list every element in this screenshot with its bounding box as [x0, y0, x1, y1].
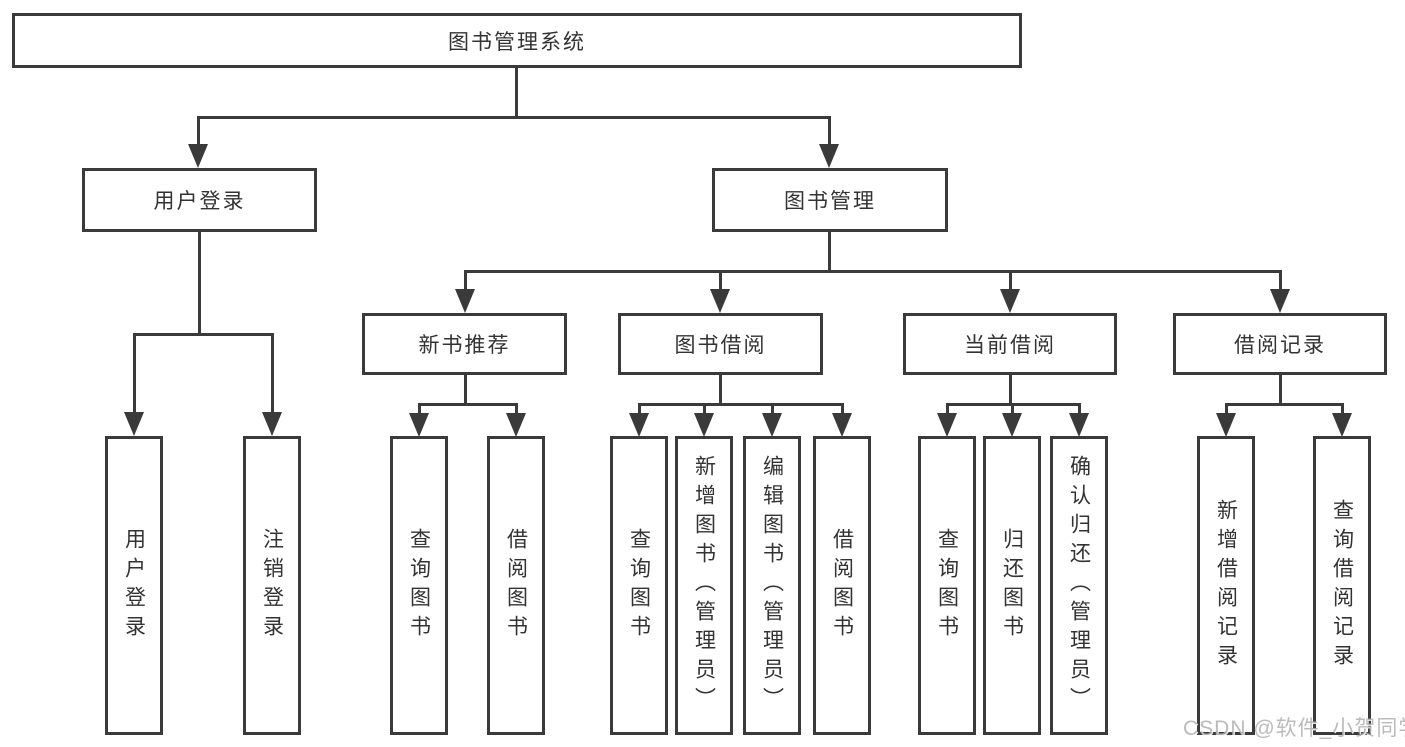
- connector-stem-borrow2: [841, 403, 844, 415]
- arrowhead-records: [1270, 289, 1290, 313]
- connector-current-stem: [1009, 373, 1012, 406]
- node-user-login: 用户登录: [82, 168, 317, 232]
- connector-borrowing-stem: [719, 373, 722, 406]
- connector-l3-horizontal: [464, 270, 1282, 273]
- connector-stem-records: [1279, 270, 1282, 292]
- leaf-label: 查询图书: [935, 527, 959, 644]
- connector-stem-edit-books: [771, 403, 774, 415]
- connector-stem-leaf-login: [133, 333, 136, 413]
- connector-stem-user-login: [197, 116, 200, 146]
- leaf-query-books-2: 查询图书: [610, 436, 668, 735]
- leaf-edit-books-admin: 编辑图书（管理员）: [743, 436, 801, 735]
- connector-borrowing-horizontal: [638, 403, 844, 406]
- arrowhead-confirm-return: [1069, 413, 1089, 437]
- arrowhead-borrow1: [506, 413, 526, 437]
- leaf-label: 编辑图书（管理员）: [760, 455, 784, 716]
- node-label: 借阅记录: [1234, 334, 1326, 357]
- node-label: 图书管理系统: [448, 30, 586, 54]
- leaf-query-books-3: 查询图书: [918, 436, 976, 735]
- arrowhead-current: [1000, 289, 1020, 313]
- connector-stem-book-management: [828, 116, 831, 146]
- arrowhead-return: [1002, 413, 1022, 437]
- leaf-logout: 注销登录: [243, 436, 301, 735]
- connector-book-management-stem: [828, 231, 831, 273]
- connector-records-stem: [1279, 373, 1282, 406]
- connector-stem-query2: [638, 403, 641, 415]
- leaf-return-books: 归还图书: [983, 436, 1041, 735]
- arrowhead-query-record: [1332, 413, 1352, 437]
- node-label: 当前借阅: [964, 334, 1056, 357]
- leaf-borrow-books-2: 借阅图书: [813, 436, 871, 735]
- arrowhead-user-login: [188, 144, 208, 168]
- arrowhead-leaf-logout: [262, 412, 282, 436]
- leaf-borrow-books-1: 借阅图书: [487, 436, 545, 735]
- connector-stem-add-record: [1225, 403, 1228, 415]
- leaf-user-login: 用户登录: [105, 436, 163, 735]
- leaf-label: 借阅图书: [830, 527, 854, 644]
- arrowhead-borrow2: [832, 413, 852, 437]
- connector-stem-add-books: [703, 403, 706, 415]
- connector-stem-query-record: [1341, 403, 1344, 415]
- leaf-label: 用户登录: [122, 527, 146, 644]
- leaf-label: 确认归还（管理员）: [1067, 455, 1091, 716]
- leaf-label: 归还图书: [1000, 527, 1024, 644]
- arrowhead-query1: [409, 413, 429, 437]
- arrowhead-borrowing: [710, 289, 730, 313]
- connector-stem-return: [1011, 403, 1014, 415]
- leaf-label: 查询图书: [407, 527, 431, 644]
- connector-stem-query3: [946, 403, 949, 415]
- node-label: 图书借阅: [674, 334, 767, 357]
- node-book-borrowing: 图书借阅: [618, 313, 823, 375]
- leaf-label: 新增图书（管理员）: [692, 455, 716, 716]
- arrowhead-new-books: [455, 289, 475, 313]
- connector-new-books-horizontal: [418, 403, 518, 406]
- leaf-label: 查询图书: [627, 527, 651, 644]
- csdn-watermark: CSDN @软件_小贺同学: [1183, 717, 1405, 740]
- leaf-label: 借阅图书: [504, 527, 528, 644]
- connector-stem-leaf-logout: [271, 333, 274, 413]
- connector-stem-confirm-return: [1078, 403, 1081, 415]
- arrowhead-add-record: [1216, 413, 1236, 437]
- connector-stem-query1: [418, 403, 421, 415]
- connector-stem-new-books: [464, 270, 467, 292]
- leaf-query-books-1: 查询图书: [390, 436, 448, 735]
- node-label: 新书推荐: [418, 334, 511, 357]
- node-book-management: 图书管理: [712, 168, 948, 232]
- leaf-confirm-return-admin: 确认归还（管理员）: [1050, 436, 1108, 735]
- leaf-label: 新增借阅记录: [1214, 498, 1238, 673]
- arrowhead-query3: [937, 413, 957, 437]
- leaf-add-borrow-record: 新增借阅记录: [1197, 436, 1255, 735]
- connector-root-stem: [515, 67, 518, 119]
- leaf-label: 注销登录: [260, 527, 284, 644]
- node-label: 用户登录: [153, 190, 246, 213]
- connector-stem-borrowing: [719, 270, 722, 292]
- connector-new-books-stem: [464, 373, 467, 406]
- connector-stem-current: [1009, 270, 1012, 292]
- arrowhead-leaf-login: [124, 412, 144, 436]
- leaf-label: 查询借阅记录: [1330, 498, 1354, 673]
- node-current-borrowing: 当前借阅: [903, 313, 1117, 375]
- node-borrowing-records: 借阅记录: [1173, 313, 1387, 375]
- leaf-query-borrow-record: 查询借阅记录: [1313, 436, 1371, 735]
- arrowhead-add-books: [694, 413, 714, 437]
- node-root-library-system: 图书管理系统: [12, 13, 1022, 68]
- connector-user-login-stem: [198, 231, 201, 336]
- arrowhead-book-management: [819, 144, 839, 168]
- node-label: 图书管理: [784, 190, 876, 213]
- connector-l1-horizontal: [197, 116, 831, 119]
- connector-user-login-horizontal: [133, 333, 274, 336]
- leaf-add-books-admin: 新增图书（管理员）: [675, 436, 733, 735]
- connector-records-horizontal: [1225, 403, 1343, 406]
- arrowhead-edit-books: [762, 413, 782, 437]
- arrowhead-query2: [629, 413, 649, 437]
- node-new-book-recommend: 新书推荐: [362, 313, 567, 375]
- connector-stem-borrow1: [515, 403, 518, 415]
